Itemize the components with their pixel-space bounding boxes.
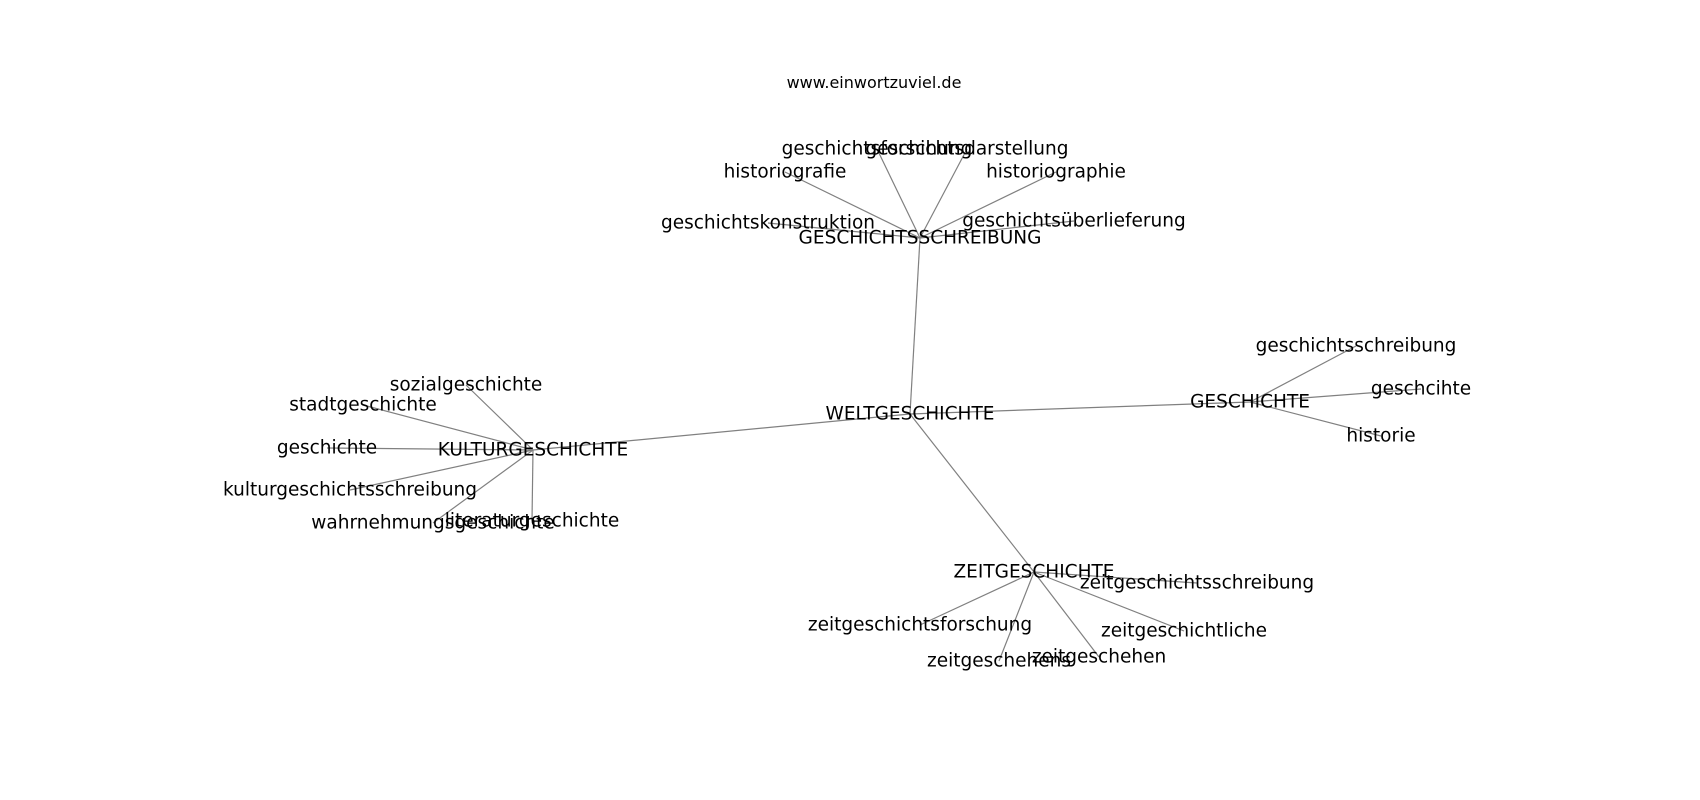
- edge-zeitgeschichte-zeitgeschichtsschreibung: [1033, 571, 1198, 584]
- edge-kulturgeschichte-sozialgeschichte: [465, 384, 534, 451]
- node-zeitgeschehens: zeitgeschehens: [927, 651, 1071, 672]
- node-zeitgeschichtsforschung: zeitgeschichtsforschung: [808, 615, 1032, 636]
- edge-geschichtsschreibung-geschichtskonstruktion: [767, 222, 921, 239]
- edge-geschichte-historie: [1249, 401, 1382, 437]
- nodes-group: WELTGESCHICHTE GESCHICHTSSCHREIBUNG GESCHI…: [223, 139, 1471, 672]
- node-zeitgeschichtliche: zeitgeschichtliche: [1101, 621, 1267, 642]
- node-geschichtsdarstellung: geschichtsdarstellung: [865, 139, 1068, 160]
- edge-geschichte-geschcihte: [1249, 388, 1422, 403]
- edge-weltgeschichte-geschichte: [909, 401, 1251, 415]
- edge-geschichte-geschichtsschreibung: [1249, 345, 1357, 403]
- edge-weltgeschichte-kulturgeschichte: [532, 413, 911, 451]
- node-kulturgeschichte: KULTURGESCHICHTE: [438, 440, 629, 461]
- edge-geschichtsschreibung-historiografie: [784, 171, 921, 239]
- edge-weltgeschichte-zeitgeschichte: [909, 413, 1035, 573]
- node-geschichtsforschung: geschichtsforschung: [782, 139, 973, 160]
- node-geschichtsschreibung: GESCHICHTSSCHREIBUNG: [799, 228, 1042, 249]
- edge-kulturgeschichte-geschichte: [326, 447, 534, 451]
- node-geschichts-berlieferung: geschichtsüberlieferung: [962, 211, 1185, 232]
- edge-geschichtsschreibung-geschichtsforschung: [876, 148, 921, 239]
- edge-kulturgeschichte-literaturgeschichte: [531, 449, 534, 522]
- edge-kulturgeschichte-stadtgeschichte: [362, 404, 534, 451]
- edge-kulturgeschichte-wahrnehmungsgeschichte: [432, 449, 534, 524]
- node-wahrnehmungsgeschichte: wahrnehmungsgeschichte: [311, 513, 555, 534]
- node-sozialgeschichte: sozialgeschichte: [390, 375, 543, 396]
- node-zeitgeschichtsschreibung: zeitgeschichtsschreibung: [1080, 573, 1314, 594]
- node-literaturgeschichte: literaturgeschichte: [445, 511, 619, 532]
- edge-geschichtsschreibung-geschichts-berlieferung: [919, 220, 1075, 239]
- edges-group: [326, 148, 1422, 662]
- edge-kulturgeschichte-kulturgeschichtsschreibung: [349, 449, 534, 491]
- node-historiographie: historiographie: [986, 162, 1126, 183]
- node-geschcihte: geschcihte: [1371, 379, 1471, 400]
- node-zeitgeschehen: zeitgeschehen: [1032, 647, 1166, 668]
- edge-zeitgeschichte-zeitgeschichtsforschung: [919, 571, 1035, 626]
- node-zeitgeschichte: ZEITGESCHICHTE: [954, 562, 1115, 583]
- edge-geschichtsschreibung-historiographie: [919, 171, 1057, 239]
- edge-zeitgeschichte-zeitgeschichtliche: [1033, 571, 1185, 632]
- edge-geschichtsschreibung-geschichtsdarstellung: [919, 148, 968, 239]
- source-label: www.einwortzuviel.de: [787, 73, 962, 92]
- edge-weltgeschichte-geschichtsschreibung: [909, 237, 921, 415]
- edge-zeitgeschichte-zeitgeschehens: [998, 571, 1035, 662]
- node-stadtgeschichte: stadtgeschichte: [289, 395, 437, 416]
- node-kulturgeschichtsschreibung: kulturgeschichtsschreibung: [223, 480, 477, 501]
- node-weltgeschichte: WELTGESCHICHTE: [826, 404, 995, 425]
- node-geschichte: GESCHICHTE: [1190, 392, 1310, 413]
- node-geschichte: geschichte: [277, 438, 377, 459]
- edge-zeitgeschichte-zeitgeschehen: [1033, 571, 1100, 658]
- node-geschichtsschreibung: geschichtsschreibung: [1256, 336, 1457, 357]
- node-geschichtskonstruktion: geschichtskonstruktion: [661, 213, 875, 234]
- node-historiografie: historiografie: [724, 162, 847, 183]
- node-historie: historie: [1346, 426, 1415, 447]
